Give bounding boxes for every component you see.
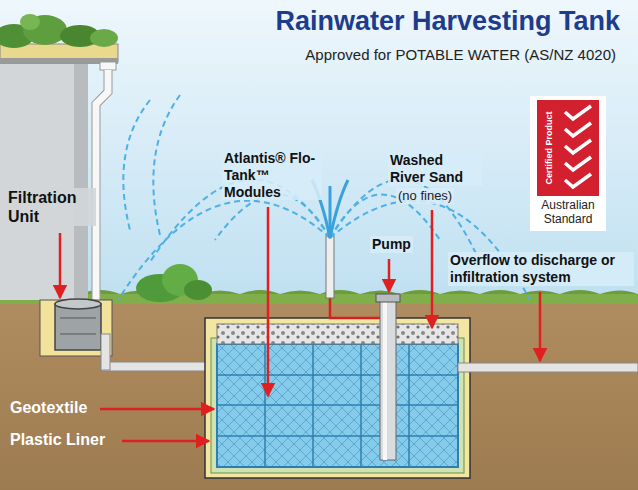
callout-label: Washed River Sand [388,152,482,186]
title: Rainwater Harvesting Tank [275,6,620,37]
callout-label: Plastic Liner [8,430,107,449]
callout-label: Filtration Unit [6,188,96,226]
callout-label: Overflow to discharge or infiltration sy… [448,252,634,286]
certification-badge: Certified Product [537,100,599,196]
badge-caption: Australian Standard [530,199,606,227]
callout-label: Atlantis® Flo-Tank™ Modules [222,150,322,200]
callout-label: Geotextile [8,398,89,417]
certification-badge-box: Certified ProductAustralian Standard [530,96,606,231]
callout-label: (no fines) [396,188,454,204]
callout-label: Pump [370,236,413,253]
caption: Approved for POTABLE WATER (AS/NZ 4020) [305,46,616,63]
badge-text: Certified Product [541,100,557,196]
